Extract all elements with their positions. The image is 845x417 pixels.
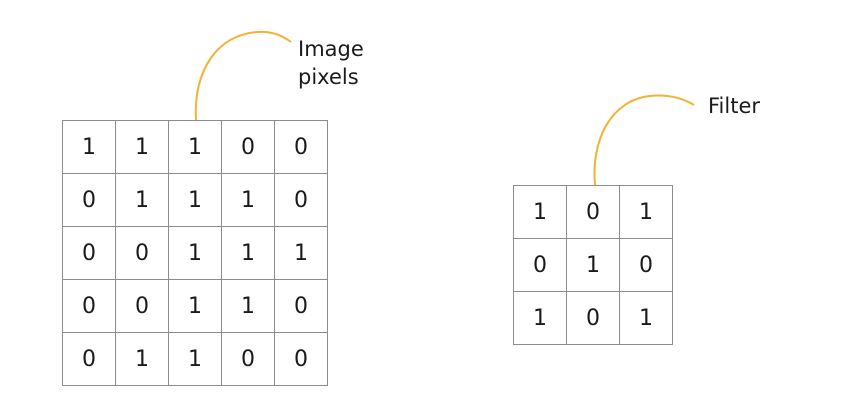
filter-cell: 0 [513,238,567,292]
pixel-cell: 0 [221,120,275,174]
pixel-cell: 0 [274,173,328,227]
pixel-cell: 0 [274,279,328,333]
filter-cell: 1 [566,238,620,292]
filter-cell: 1 [619,291,673,345]
image-pixels-label-line2: pixels [298,65,359,89]
pixel-cell: 0 [274,120,328,174]
pixel-cell: 1 [62,120,116,174]
grid-row: 1 0 1 [513,185,673,239]
filter-label: Filter [708,94,761,118]
pixel-cell: 0 [115,226,169,280]
image-pixels-label: Image pixels [298,35,364,91]
pixel-cell: 0 [62,226,116,280]
pixel-cell: 1 [274,226,328,280]
grid-row: 1 1 1 0 0 [62,120,328,174]
pixel-cell: 1 [221,279,275,333]
pixel-cell: 1 [168,120,222,174]
pixel-cell: 1 [115,332,169,386]
filter-connector [593,94,695,186]
filter-cell: 0 [566,291,620,345]
pixel-cell: 0 [62,173,116,227]
filter-grid: 1 0 1 0 1 0 1 0 1 [513,185,673,345]
pixel-cell: 1 [115,173,169,227]
image-pixels-label-line1: Image [298,37,364,61]
pixel-cell: 1 [221,226,275,280]
filter-cell: 1 [513,291,567,345]
filter-cell: 1 [619,185,673,239]
pixel-cell: 1 [168,173,222,227]
filter-cell: 1 [513,185,567,239]
grid-row: 0 1 1 0 0 [62,332,328,386]
pixel-cell: 0 [62,279,116,333]
grid-row: 0 0 1 1 1 [62,226,328,280]
pixel-cell: 1 [221,173,275,227]
pixel-cell: 0 [62,332,116,386]
grid-row: 0 1 0 [513,238,673,292]
grid-row: 0 1 1 1 0 [62,173,328,227]
grid-row: 0 0 1 1 0 [62,279,328,333]
filter-cell: 0 [566,185,620,239]
filter-cell: 0 [619,238,673,292]
pixel-cell: 1 [168,332,222,386]
image-pixels-connector [194,30,292,121]
pixel-cell: 0 [274,332,328,386]
image-pixel-grid: 1 1 1 0 0 0 1 1 1 0 0 0 1 1 1 0 0 1 1 0 … [62,120,328,386]
pixel-cell: 0 [115,279,169,333]
pixel-cell: 1 [115,120,169,174]
pixel-cell: 0 [221,332,275,386]
pixel-cell: 1 [168,226,222,280]
grid-row: 1 0 1 [513,291,673,345]
pixel-cell: 1 [168,279,222,333]
